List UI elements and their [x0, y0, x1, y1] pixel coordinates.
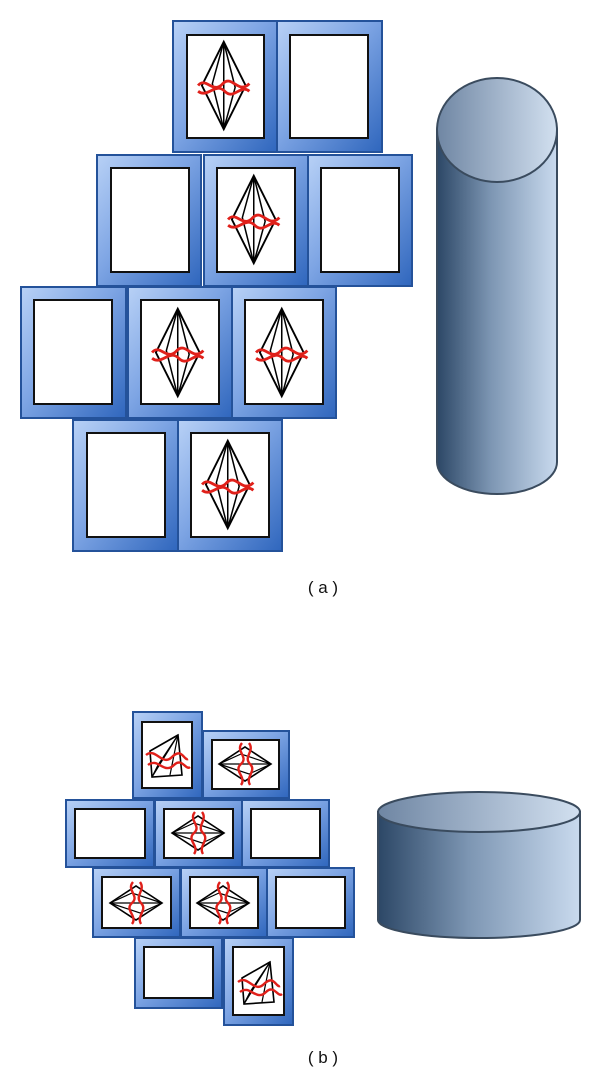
panel-a [20, 20, 558, 552]
cell-a-4 [203, 154, 309, 287]
panel-b [65, 711, 581, 1026]
cylinder-tall-icon [436, 77, 558, 495]
cell-b-8 [266, 867, 355, 938]
cell-a-9 [72, 419, 179, 552]
cell-b-1 [132, 711, 203, 799]
cylinder-short-icon [377, 791, 581, 939]
cell-b-2 [202, 730, 290, 799]
cell-b-5 [241, 799, 330, 868]
cell-b-3 [65, 799, 155, 868]
cell-a-8 [231, 286, 337, 419]
cell-b-9 [134, 937, 223, 1009]
cell-a-2 [276, 20, 383, 153]
caption-a: ( a ) [307, 578, 339, 597]
cell-b-10 [223, 937, 294, 1026]
cell-a-5 [307, 154, 413, 287]
cell-a-6 [20, 286, 127, 419]
cell-a-1 [172, 20, 278, 153]
cell-a-3 [96, 154, 202, 287]
cell-b-4 [154, 799, 243, 868]
caption-b: ( b ) [307, 1048, 339, 1067]
cell-a-10 [177, 419, 283, 552]
cell-a-7 [127, 286, 233, 419]
cell-b-6 [92, 867, 181, 938]
cell-b-7 [180, 867, 268, 938]
